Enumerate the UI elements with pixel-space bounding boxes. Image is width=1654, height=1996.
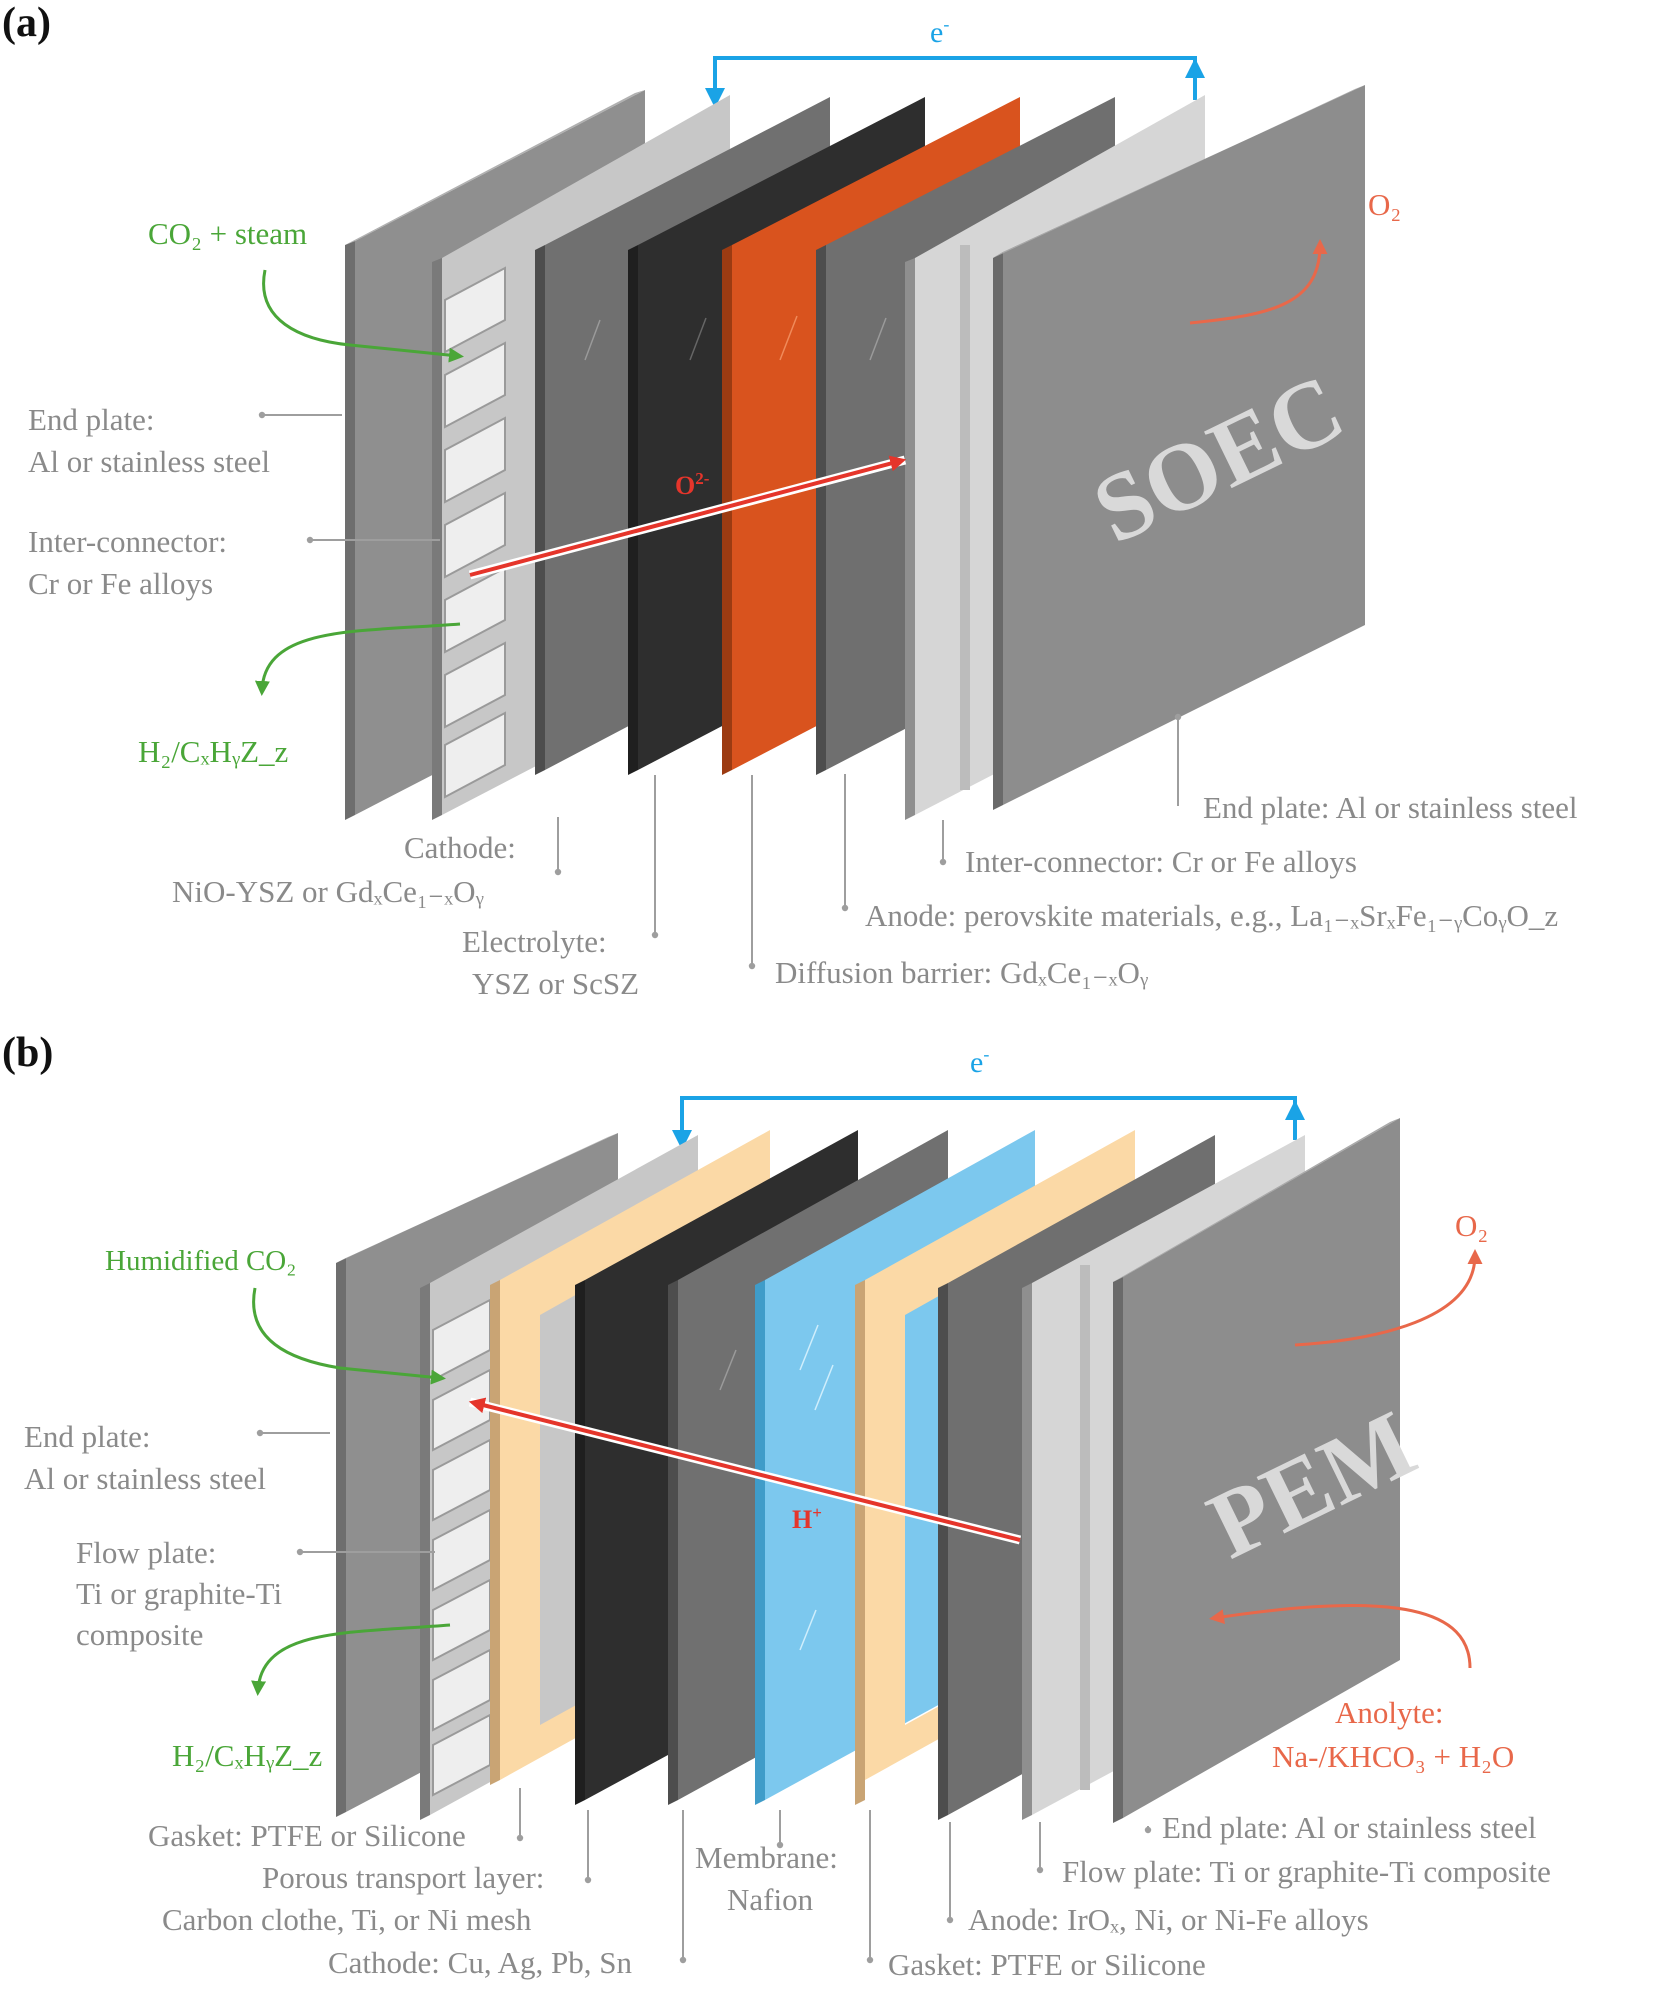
end-plate-right-label-a: End plate: Al or stainless steel bbox=[1203, 790, 1578, 825]
end-plate-right-b: PEM bbox=[1113, 1118, 1431, 1823]
panel-a-mark: (a) bbox=[2, 0, 51, 46]
electron-label-b: e- bbox=[970, 1044, 989, 1079]
electrolyte-label-a: Electrolyte: bbox=[462, 924, 607, 959]
electrolyte-material-a: YSZ or ScSZ bbox=[472, 966, 639, 1001]
inlet-arrow-a bbox=[262, 269, 464, 363]
co2-steam-inlet: CO₂ + steam bbox=[148, 216, 307, 251]
anolyte-arrow bbox=[1209, 1604, 1472, 1669]
electron-wire-b: e- bbox=[672, 1044, 1305, 1150]
o2-ion-arrow: O2- bbox=[468, 455, 907, 580]
gasket-right-b bbox=[855, 1130, 1135, 1805]
interconnector-label-a: Inter-connector: bbox=[28, 524, 227, 559]
cathode-material-a: NiO-YSZ or GdₓCe₁₋ₓOᵧ bbox=[172, 874, 484, 909]
proton-label: H+ bbox=[792, 1503, 822, 1534]
product-outlet-a: H₂/CₓHᵧZ_z bbox=[138, 734, 288, 769]
outlet-arrow-b bbox=[251, 1623, 451, 1696]
flow-plate-material-b-2: composite bbox=[76, 1617, 203, 1652]
end-plate-material-a: Al or stainless steel bbox=[28, 444, 270, 479]
cathode-label-b: Cathode: Cu, Ag, Pb, Sn bbox=[328, 1945, 633, 1980]
o2-label-a: O₂ bbox=[1368, 187, 1401, 222]
diffusion-barrier-label: Diffusion barrier: GdₓCe₁₋ₓOᵧ bbox=[775, 955, 1149, 990]
o2-arrow-a bbox=[1189, 239, 1328, 325]
proton-arrow: H+ bbox=[468, 1397, 1022, 1545]
ptl-label: Porous transport layer: bbox=[262, 1860, 544, 1895]
membrane-label: Membrane: bbox=[695, 1840, 838, 1875]
cathode-label-a: Cathode: bbox=[404, 830, 516, 865]
electron-label-a: e- bbox=[930, 14, 949, 49]
ptl-material: Carbon clothe, Ti, or Ni mesh bbox=[162, 1902, 532, 1937]
flow-plate-material-b: Ti or graphite-Ti bbox=[76, 1576, 283, 1611]
panel-b: (b) e- bbox=[2, 1030, 1551, 1982]
membrane-material: Nafion bbox=[727, 1882, 814, 1917]
interconnector-material-a: Cr or Fe alloys bbox=[28, 566, 213, 601]
end-plate-right-a: SOEC bbox=[993, 85, 1365, 810]
anode-label-b: Anode: IrOₓ, Ni, or Ni-Fe alloys bbox=[968, 1902, 1369, 1937]
o2-label-b: O₂ bbox=[1455, 1208, 1488, 1243]
anode-label-a: Anode: perovskite materials, e.g., La₁₋ₓ… bbox=[865, 898, 1558, 933]
outlet-arrow-a bbox=[254, 622, 461, 696]
interconnector-right-label-a: Inter-connector: Cr or Fe alloys bbox=[965, 844, 1357, 879]
flow-plate-label-b: Flow plate: bbox=[76, 1535, 216, 1570]
end-plate-label-b: End plate: bbox=[24, 1419, 151, 1454]
anolyte-composition: Na-/KHCO₃ + H₂O bbox=[1272, 1739, 1514, 1774]
end-plate-label-a: End plate: bbox=[28, 402, 155, 437]
flow-plate-right-label: Flow plate: Ti or graphite-Ti composite bbox=[1062, 1854, 1551, 1889]
gasket-right-label: Gasket: PTFE or Silicone bbox=[888, 1947, 1206, 1982]
panel-a: (a) e- bbox=[2, 0, 1578, 1001]
o2-arrow-b bbox=[1294, 1249, 1483, 1347]
end-plate-material-b: Al or stainless steel bbox=[24, 1461, 266, 1496]
gasket-left-label: Gasket: PTFE or Silicone bbox=[148, 1818, 466, 1853]
humidified-co2-inlet: Humidified CO₂ bbox=[105, 1245, 296, 1277]
anolyte-label: Anolyte: bbox=[1335, 1695, 1444, 1730]
panel-b-mark: (b) bbox=[2, 1030, 53, 1076]
o2-ion-label: O2- bbox=[675, 469, 710, 500]
soec-stack: SOEC O2- bbox=[345, 85, 1365, 820]
inlet-arrow-b bbox=[252, 1287, 446, 1385]
product-outlet-b: H₂/CₓHᵧZ_z bbox=[172, 1738, 322, 1773]
end-plate-right-label-b: End plate: Al or stainless steel bbox=[1162, 1810, 1537, 1845]
electron-wire-a: e- bbox=[705, 14, 1205, 108]
pem-stack: PEM H+ bbox=[336, 1118, 1431, 1823]
